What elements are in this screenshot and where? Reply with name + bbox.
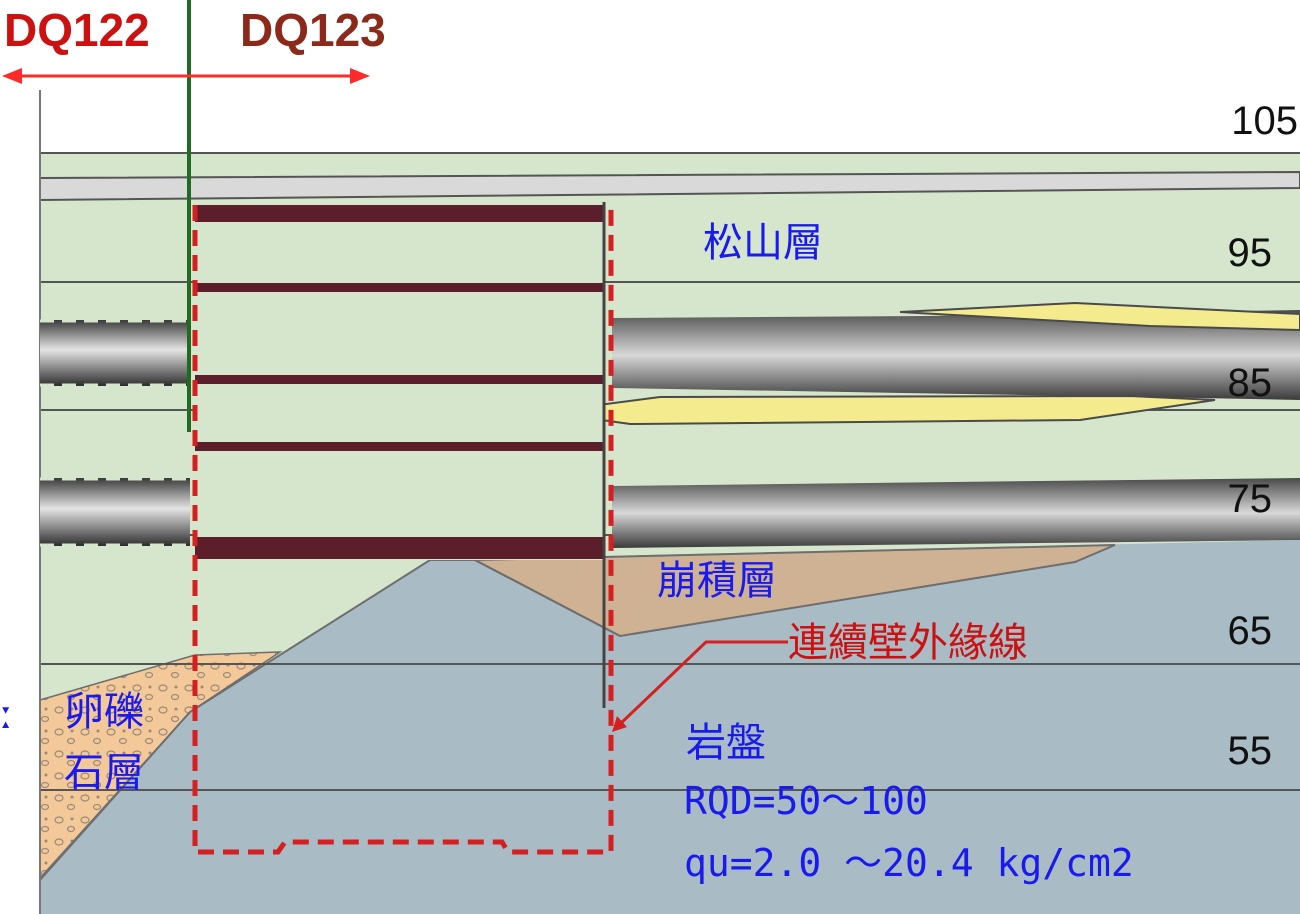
struts	[195, 205, 605, 559]
station-left-label: DQ122	[4, 4, 150, 56]
sand-band-right-upper	[612, 310, 1300, 400]
elevation-label-75: 75	[1228, 477, 1273, 521]
wall-outline-annotation: 連續壁外緣線	[788, 620, 1028, 666]
elevation-label-95: 95	[1228, 231, 1273, 275]
colluvium-layer-label: 崩積層	[657, 558, 777, 604]
sand-band-right-lower	[612, 478, 1300, 548]
bedrock-qu-text: qu=2.0 ～20.4 kg/cm2	[684, 841, 1134, 885]
elevation-label-65: 65	[1228, 609, 1273, 653]
sky-area	[40, 90, 1300, 152]
gravel-layer-label-line2: 石層	[64, 750, 144, 796]
sand-band-left-lower	[40, 477, 190, 547]
strut-2	[195, 283, 605, 292]
strut-4	[195, 442, 605, 451]
elevation-label-85: 85	[1228, 361, 1273, 405]
left-edge-fragment: ː	[0, 692, 13, 738]
strut-1	[195, 205, 605, 222]
strut-3	[195, 375, 605, 384]
bedrock-layer-label: 岩盤	[686, 720, 766, 766]
diaphragm-wall-outline	[192, 205, 614, 855]
bedrock-rqd-text: RQD=50～100	[684, 779, 928, 823]
sand-lens-upper	[899, 301, 1300, 332]
wall-outline-leader	[612, 640, 788, 732]
elevation-label-55: 55	[1228, 729, 1273, 773]
songshan-layer-label: 松山層	[703, 220, 823, 266]
sand-band-left-upper	[40, 319, 190, 387]
bedrock-layer	[40, 540, 1300, 914]
sand-lens-lower	[544, 394, 1216, 426]
elevation-label-105: 105	[1231, 99, 1298, 143]
strut-5	[195, 537, 605, 559]
gravel-layer-label-line1: 卵礫	[64, 689, 144, 735]
station-right-label: DQ123	[240, 4, 386, 56]
station-double-arrow	[2, 68, 370, 84]
